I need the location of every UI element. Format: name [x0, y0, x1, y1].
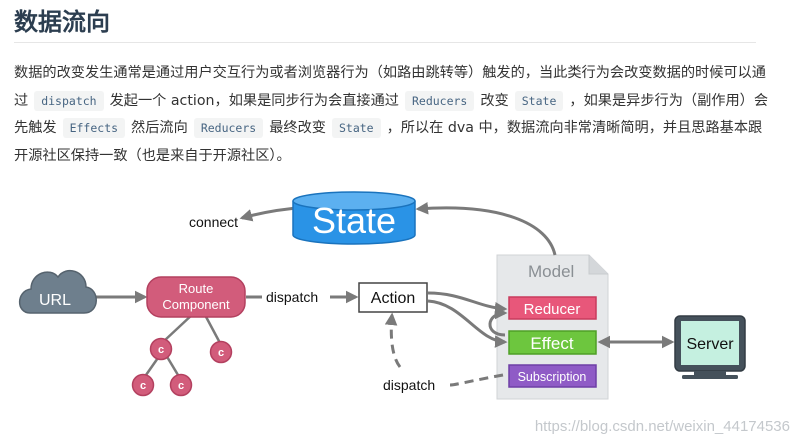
- dva-data-flow-diagram: Model c c c c State URL Route C: [18, 191, 746, 400]
- route-label-line1: Route: [179, 281, 214, 296]
- paragraph-text: 发起一个 action，如果是同步行为会直接通过: [109, 92, 399, 109]
- paragraph-text: ，如果是异步行为（副作用）会先触发: [14, 92, 769, 137]
- url-cloud: URL: [18, 269, 97, 314]
- code-dispatch: dispatch: [34, 90, 104, 111]
- dispatch-to-action-dashed-arrow: [384, 312, 402, 368]
- heading-divider: [14, 42, 756, 43]
- section-heading: 数据流向: [14, 8, 110, 36]
- component-tree: c c c c: [131, 312, 233, 397]
- child-component: [131, 373, 155, 397]
- action-to-effect-arrow: [427, 299, 508, 348]
- model-to-state-arrow: [415, 201, 557, 256]
- child-component: [169, 373, 193, 397]
- subscription-node: Subscription: [508, 364, 597, 388]
- subscription-label: Subscription: [518, 370, 587, 384]
- child-label: c: [178, 380, 184, 392]
- code-effects: Effects: [62, 118, 126, 138]
- code-state: State: [514, 90, 564, 111]
- paragraph-text: 最终改变: [269, 120, 326, 136]
- child-label: c: [140, 380, 146, 392]
- effect-label: Effect: [530, 334, 573, 353]
- child-label: c: [158, 344, 164, 356]
- effect-to-reducer-arrow: [488, 306, 508, 337]
- action-label: Action: [371, 290, 415, 307]
- url-label: URL: [39, 292, 71, 309]
- action-node: Action: [358, 282, 428, 313]
- code-reducers: Reducers: [193, 118, 264, 138]
- child-component: [209, 340, 233, 364]
- model-card: Model: [496, 254, 609, 400]
- action-to-reducer-arrow: [427, 291, 508, 315]
- model-label: Model: [528, 262, 574, 281]
- server-monitor-icon: Server: [674, 315, 746, 379]
- child-label: c: [218, 347, 224, 359]
- server-label: Server: [686, 336, 734, 353]
- route-label-line2: Component: [162, 297, 230, 312]
- state-store: State: [292, 191, 416, 245]
- paragraph-text: 然后流向: [131, 120, 188, 136]
- intro-paragraph: 数据的改变发生通常是通过用户交互行为或者浏览器行为（如路由跳转等）触发的，当此类…: [14, 60, 774, 170]
- state-label: State: [312, 200, 396, 241]
- connect-label: connect: [189, 214, 238, 230]
- code-state: State: [331, 118, 381, 138]
- paragraph-text: ，所以在 dva 中，数据流向非常清晰简明，并且思路基本跟开源社区保持一致（也是…: [14, 120, 763, 164]
- dispatch-label: dispatch: [266, 289, 318, 305]
- effect-node: Effect: [508, 330, 597, 355]
- reducer-node: Reducer: [508, 296, 597, 320]
- child-component: [149, 337, 173, 361]
- route-component-node: Route Component: [146, 276, 246, 318]
- paragraph-text: 数据的改变发生通常是通过用户交互行为或者浏览器行为（如路由跳转等）触发的，当此类…: [14, 65, 766, 109]
- subscription-dispatch-line: [449, 373, 504, 387]
- code-reducers: Reducers: [404, 90, 475, 111]
- subscription-dispatch-label: dispatch: [383, 377, 435, 393]
- paragraph-text: 改变: [480, 92, 509, 109]
- watermark-url: https://blog.csdn.net/weixin_44174536: [534, 418, 790, 435]
- reducer-label: Reducer: [524, 301, 581, 318]
